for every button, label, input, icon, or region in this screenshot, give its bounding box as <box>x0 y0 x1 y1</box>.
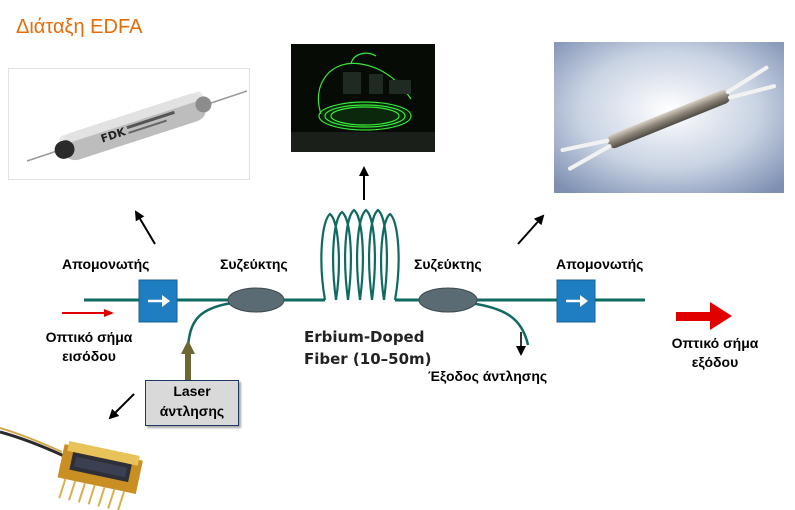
output-arrow-icon <box>676 302 732 330</box>
pump-output-label: Έξοδος άντλησης <box>428 368 548 384</box>
input-signal-label: Οπτικό σήμα εισόδου <box>34 328 144 366</box>
erbium-fiber-line1: Erbium-Doped <box>304 328 425 346</box>
pump-output-fiber <box>469 301 530 346</box>
input-arrow-icon <box>62 309 114 317</box>
fiber-lab-photo <box>291 44 435 152</box>
pointer-arrow-icon <box>134 210 156 245</box>
isolator-left <box>138 279 178 323</box>
output-signal-line1: Οπτικό σήμα <box>671 335 759 351</box>
isolator-right <box>556 279 596 323</box>
output-signal-label: Οπτικό σήμα εξόδου <box>660 334 770 372</box>
pump-laser-box: Laser άντλησης <box>145 380 239 426</box>
coupler-photo <box>554 42 784 193</box>
erbium-fiber-coil <box>320 208 400 301</box>
isolator-right-label: Απομονωτής <box>556 256 644 272</box>
pump-laser-photo <box>0 418 165 510</box>
pointer-arrow-icon <box>108 393 135 420</box>
pump-fiber <box>186 301 233 353</box>
coupler-right-label: Συζεύκτης <box>414 256 482 272</box>
isolator-photo: FDK <box>8 68 250 180</box>
page-title: Διάταξη EDFA <box>16 16 143 38</box>
erbium-fiber-line2: Fiber (10–50m) <box>304 350 432 368</box>
input-signal-line2: εισόδου <box>62 348 116 364</box>
coupler-left-label: Συζεύκτης <box>220 256 288 272</box>
pump-laser-line1: Laser <box>173 383 211 399</box>
input-signal-line1: Οπτικό σήμα <box>45 329 133 345</box>
output-signal-line2: εξόδου <box>691 354 739 370</box>
erbium-fiber-label: Erbium-Doped Fiber (10–50m) <box>304 326 432 370</box>
coupler-left <box>227 287 285 313</box>
pump-laser-line2: άντλησης <box>159 403 225 419</box>
pointer-arrow-icon <box>517 214 545 245</box>
coupler-right <box>418 287 478 313</box>
isolator-left-label: Απομονωτής <box>62 256 150 272</box>
pump-feed-arrow-icon <box>181 340 195 380</box>
